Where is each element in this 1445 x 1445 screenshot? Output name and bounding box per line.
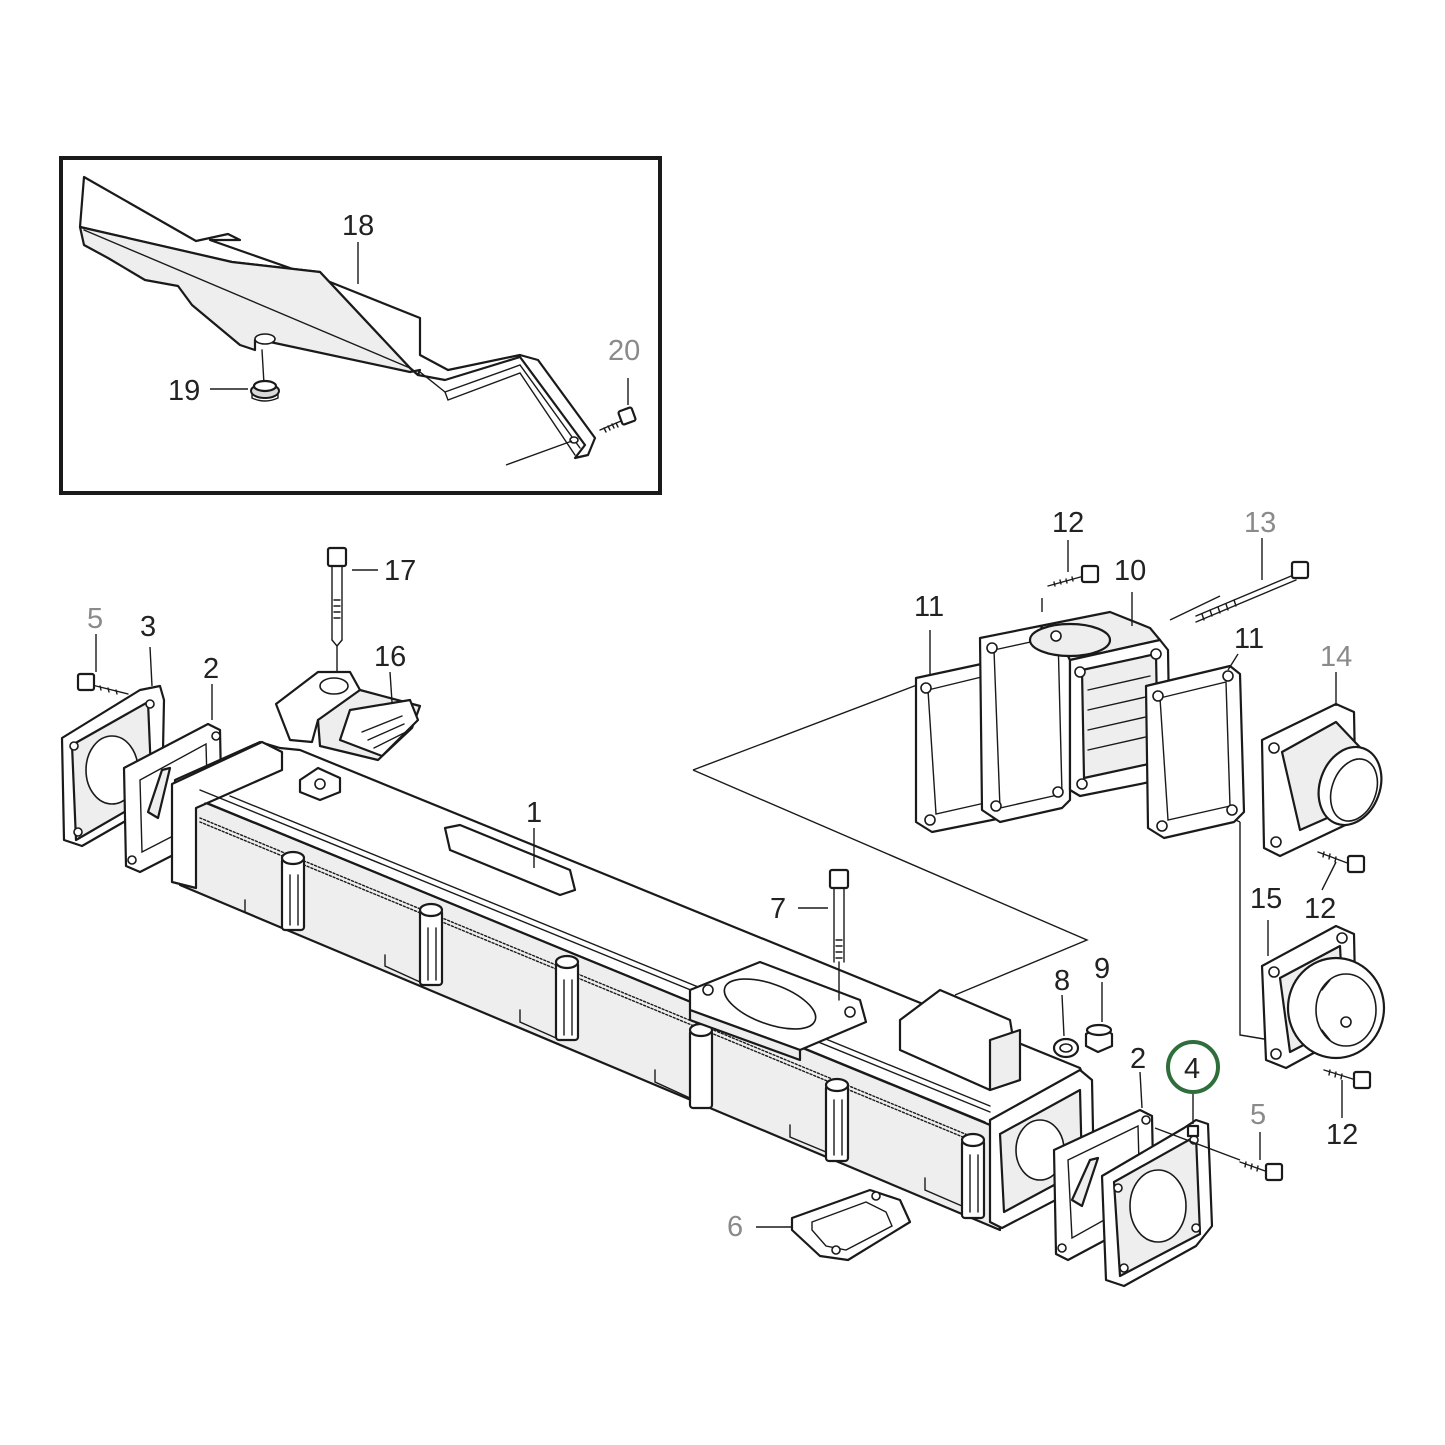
callout-14: 14 [1320, 641, 1352, 673]
part-15-outlet[interactable] [1260, 920, 1386, 1070]
part-13-long-bolt[interactable] [1195, 538, 1310, 623]
part-6-gasket[interactable] [756, 1188, 912, 1262]
part-11-gasket-right[interactable] [1144, 653, 1246, 840]
highlight-ring [1166, 1040, 1220, 1094]
callout-7: 7 [770, 893, 786, 925]
callout-20: 20 [608, 335, 640, 367]
callout-8: 8 [1054, 965, 1070, 997]
part-5-screw-left[interactable] [76, 634, 129, 695]
callout-5-right: 5 [1250, 1099, 1266, 1131]
part-7-bolt[interactable] [798, 868, 850, 1001]
callout-5-left: 5 [87, 603, 103, 635]
callout-19: 19 [168, 375, 200, 407]
callout-16: 16 [374, 641, 406, 673]
callout-12-top: 12 [1052, 507, 1084, 539]
callout-labels: 1 2 2 3 5 5 6 7 8 9 10 11 11 12 12 12 13… [87, 507, 1358, 1243]
callout-15: 15 [1250, 883, 1282, 915]
part-12-screw-bottom[interactable] [1323, 1069, 1372, 1118]
callout-9: 9 [1094, 953, 1110, 985]
callout-2-left: 2 [203, 653, 219, 685]
part-19-grommet[interactable] [250, 349, 280, 402]
callout-11-left: 11 [914, 591, 944, 623]
part-18-heat-shield[interactable] [78, 175, 597, 466]
callout-2-right: 2 [1130, 1043, 1146, 1075]
part-20-screw[interactable] [599, 378, 637, 433]
part-16-sensor[interactable] [274, 670, 422, 762]
part-17-bolt[interactable] [326, 546, 378, 673]
highlighted-callout-4[interactable]: 4 [1166, 1040, 1220, 1094]
part-14-outlet[interactable] [1260, 672, 1392, 858]
callout-18: 18 [342, 210, 374, 242]
callout-12-mid: 12 [1304, 893, 1336, 925]
part-8-washer[interactable] [1052, 994, 1080, 1059]
callout-4: 4 [1184, 1053, 1200, 1085]
callout-11-right: 11 [1234, 623, 1264, 655]
part-10-connector[interactable] [978, 592, 1172, 824]
inset-detail: 18 19 20 [59, 156, 662, 495]
callout-10: 10 [1114, 555, 1146, 587]
callout-12-bottom: 12 [1326, 1119, 1358, 1151]
manifold-ribs [280, 850, 986, 1220]
part-9-plug[interactable] [1084, 982, 1114, 1054]
part-5-screw-right[interactable] [1154, 1127, 1284, 1182]
callout-13: 13 [1244, 507, 1276, 539]
part-12-screw-top[interactable] [1047, 540, 1100, 587]
part-12-screw-mid[interactable] [1317, 851, 1366, 891]
callout-3: 3 [140, 611, 156, 643]
callout-17: 17 [384, 555, 416, 587]
part-1-intake-manifold[interactable] [170, 740, 1096, 1232]
part-4-end-cover-right[interactable] [1100, 1092, 1214, 1288]
callout-1: 1 [526, 797, 542, 829]
callout-6: 6 [727, 1211, 743, 1243]
